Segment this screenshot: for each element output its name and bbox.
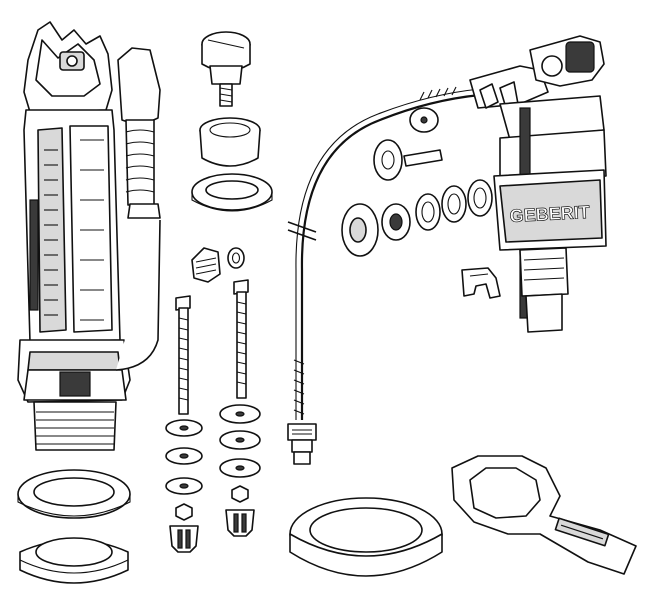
valve-brand-mark: GEBERIT	[509, 202, 590, 226]
bolt-right	[233, 279, 249, 399]
bolt-left	[175, 295, 191, 415]
cap-sleeve	[199, 117, 261, 167]
bolt-washers	[165, 404, 261, 495]
valve-lock-nut	[19, 537, 129, 584]
inlet-clip	[461, 267, 501, 299]
foam-gasket	[289, 497, 443, 577]
reducer-fitting	[191, 247, 221, 283]
cap-seal-ring	[191, 173, 273, 212]
supply-hose	[287, 86, 481, 420]
fill-valve: GEBERIT	[469, 35, 607, 333]
reducer-washer	[227, 247, 245, 269]
valve-gasket	[17, 469, 131, 519]
cap-screw	[201, 31, 251, 107]
spanner-wrench	[451, 455, 637, 575]
bolt-nuts	[169, 485, 255, 553]
flush-valve	[17, 21, 161, 451]
inlet-washers	[341, 107, 493, 257]
hose-connector	[287, 423, 317, 465]
